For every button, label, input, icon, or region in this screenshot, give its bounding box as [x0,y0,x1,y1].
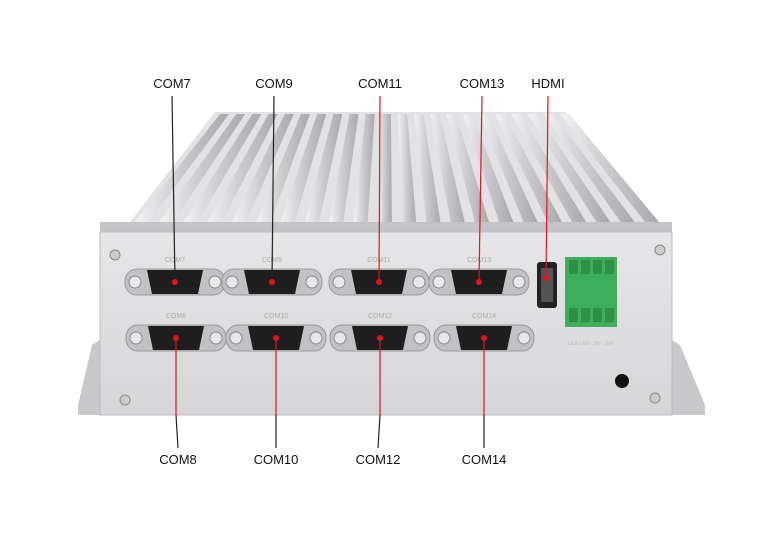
heatsink-fin [495,114,562,222]
callout-label-com11: COM11 [358,76,402,91]
terminal-print: SW [593,341,601,347]
panel-print: COM14 [472,313,496,320]
heatsink-fin [462,114,514,222]
callout-label-com14: COM14 [461,452,507,467]
hdmi-port [537,262,557,308]
port-marker-dot [269,279,275,285]
terminal-screw [593,260,602,274]
leader-line [478,95,483,283]
callout-label-com10: COM10 [253,452,299,467]
terminal-print: LED [580,341,590,347]
screw [649,392,661,404]
heatsink-fin [511,114,587,222]
callout-label-hdmi: HDMI [531,76,565,91]
leader-line [378,95,381,283]
heatsink-fin [183,114,262,222]
terminal-screw [569,260,578,274]
port-marker-dot [543,275,549,281]
heatsink-fin [479,114,538,222]
port-marker-dot [481,335,487,341]
screw [654,244,666,256]
heatsink-fin [256,114,310,222]
terminal-screw [593,308,602,322]
heatsink-fin [305,114,343,222]
terminal-print: SW [605,341,613,347]
heatsink-fin [398,114,417,222]
terminal-screw [581,260,590,274]
callout-label-com7: COM7 [153,76,191,91]
panel-print: COM10 [264,313,288,320]
screw [109,249,121,261]
heatsink-fin [543,114,635,222]
heatsink-fin [232,114,294,222]
heatsink-fin [527,114,611,222]
heatsink-fin [329,114,359,222]
heatsink-fin [159,114,246,222]
power-button [615,374,629,388]
mounting-brackets [78,340,705,415]
heatsink-fin [377,114,392,222]
heatsink-fin [446,114,489,222]
terminal-screw [581,308,590,322]
terminal-screw [605,260,614,274]
terminal-screw [605,308,614,322]
heatsink-fin [353,114,375,222]
port-marker-dot [173,335,179,341]
heatsink-fin [135,114,229,222]
heatsink-fin [560,114,659,222]
heatsink-fin [280,114,327,222]
port-marker-dot [376,279,382,285]
heatsink-fin [207,114,278,222]
terminal-print: LED [568,341,578,347]
heatsink-fin [414,114,441,222]
leader-line [271,95,275,283]
heatsink [100,112,672,234]
port-marker-dot [172,279,178,285]
leader-line [175,414,179,449]
port-marker-dot [273,335,279,341]
callout-label-com13: COM13 [459,76,505,91]
panel-print: COM12 [368,313,392,320]
callout-label-com9: COM9 [255,76,293,91]
terminal-screw [569,308,578,322]
heatsink-fin [430,114,465,222]
leader-line [171,95,176,283]
leader-line [545,95,549,279]
port-marker-dot [377,335,383,341]
callout-label-com12: COM12 [355,452,401,467]
callout-label-com8: COM8 [159,452,197,467]
screw [119,394,131,406]
panel-print: COM8 [166,313,186,320]
port-marker-dot [476,279,482,285]
leader-line [377,414,381,449]
